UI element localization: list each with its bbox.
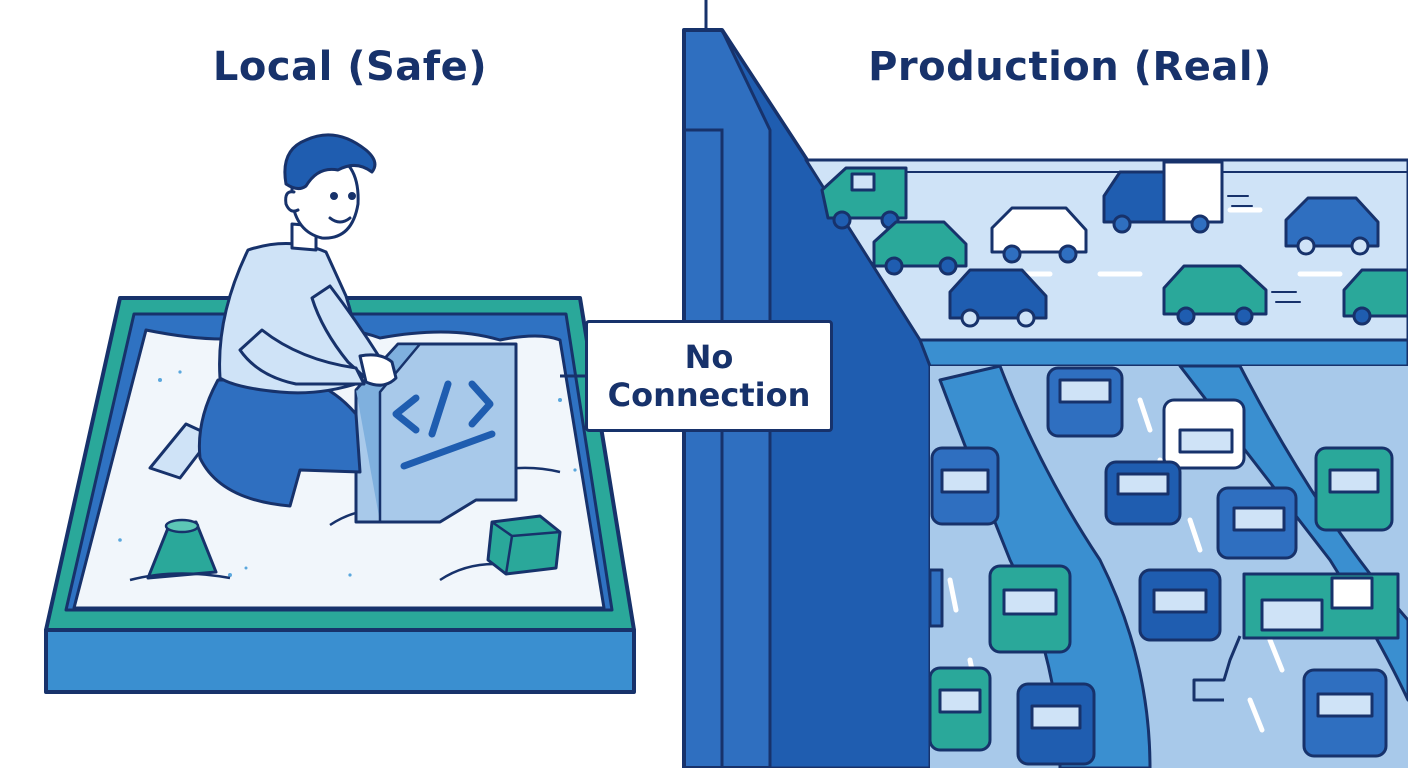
code-icon <box>354 342 518 524</box>
production-title: Production (Real) <box>868 44 1272 90</box>
no-connection-label: No Connection <box>585 320 833 432</box>
developer-figure <box>148 133 398 508</box>
local-title: Local (Safe) <box>212 44 488 90</box>
